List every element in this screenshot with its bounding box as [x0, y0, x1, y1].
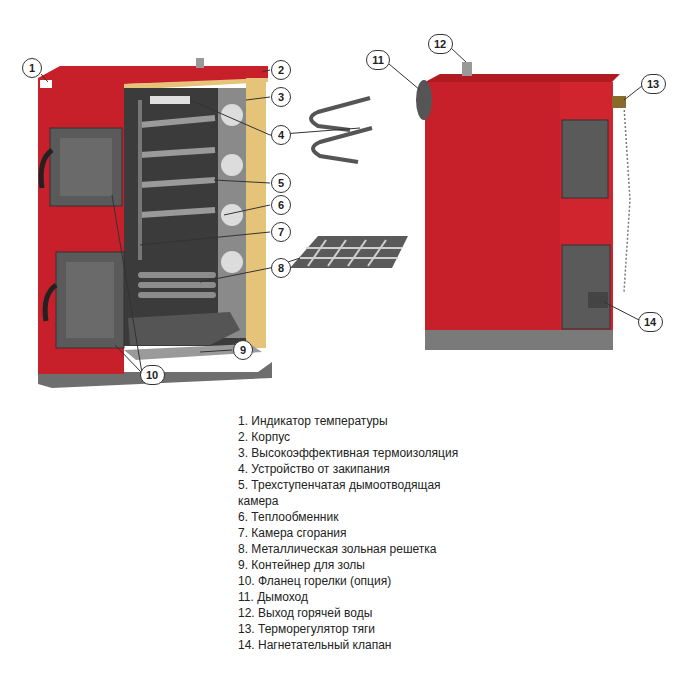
- front-panel: [38, 84, 124, 374]
- temperature-indicator: [40, 80, 52, 88]
- opening: [221, 154, 243, 176]
- callout-text: 2: [275, 65, 287, 76]
- opening: [221, 251, 243, 273]
- callout-number: 2: [271, 60, 291, 80]
- callout-number: 5: [271, 173, 291, 193]
- legend-item: 1. Индикатор температуры: [238, 413, 538, 429]
- legend-item: 6. Теплообменник: [238, 509, 538, 525]
- callout-text: 6: [275, 200, 287, 211]
- callout-text: 14: [641, 317, 659, 328]
- legend-item: 3. Высокоэффективная термоизоляция: [238, 445, 538, 461]
- interior: [124, 88, 246, 346]
- lower-door: [562, 245, 610, 329]
- legend-item: 9. Контейнер для золы: [238, 557, 538, 573]
- base: [425, 330, 613, 350]
- callout-number: 9: [233, 340, 253, 360]
- callout-text: 13: [644, 79, 662, 90]
- callout-text: 10: [143, 370, 161, 381]
- door-handle: [41, 150, 52, 188]
- door-panel: [60, 138, 112, 196]
- callout-text: 3: [275, 92, 287, 103]
- callout-number: 3: [271, 87, 291, 107]
- ash-container: [128, 312, 240, 345]
- legend-item: 11. Дымоход: [238, 589, 538, 605]
- legend-item: 4. Устройство от закипания: [238, 461, 538, 477]
- door-panel: [66, 262, 114, 338]
- callout-text: 12: [431, 39, 449, 50]
- side-panel: [425, 82, 560, 330]
- flue: [416, 80, 432, 120]
- callout-number: 12: [428, 34, 453, 54]
- legend-item: 7. Камера сгорания: [238, 525, 538, 541]
- hot-water-outlet: [462, 62, 472, 76]
- callout-text: 7: [275, 227, 287, 238]
- callout-text: 4: [275, 130, 287, 141]
- grate-bars: [138, 272, 216, 298]
- leader-lines: [41, 48, 642, 373]
- legend-item: 14. Нагнетательный клапан: [238, 637, 538, 653]
- callout-number: 6: [271, 195, 291, 215]
- lower-door: [56, 252, 124, 348]
- callout-number: 13: [641, 74, 666, 94]
- callout-number: 11: [366, 50, 390, 70]
- callout-number: 10: [140, 365, 165, 385]
- air-damper: [588, 292, 608, 308]
- door-handle: [45, 285, 56, 321]
- anti-boil-device: [311, 98, 372, 162]
- callout-text: 1: [26, 63, 38, 74]
- front-panel: [560, 82, 613, 330]
- ash-grate: [290, 236, 408, 268]
- upper-door: [50, 128, 122, 206]
- callout-text: 5: [275, 178, 287, 189]
- legend-item: 8. Металлическая зольная решетка: [238, 541, 538, 557]
- anti-boil-rod: [150, 96, 190, 104]
- callout-number: 4: [271, 125, 291, 145]
- callout-text: 9: [237, 345, 249, 356]
- legend-item: 13. Терморегулятор тяги: [238, 621, 538, 637]
- top-face: [425, 74, 620, 82]
- insulation: [246, 78, 266, 348]
- callout-number: 14: [638, 312, 663, 332]
- callout-number: 8: [271, 258, 291, 278]
- legend-item: 12. Выход горячей воды: [238, 605, 538, 621]
- callout-number: 7: [271, 222, 291, 242]
- legend-item: 10. Фланец горелки (опция): [238, 573, 538, 589]
- chamber-wall: [138, 100, 142, 260]
- callout-text: 11: [369, 55, 387, 66]
- callout-text: 8: [275, 263, 287, 274]
- legend-item: 5. Трехступенчатая дымоотводящая камера: [238, 477, 470, 509]
- outlet: [196, 58, 204, 68]
- legend-item: 2. Корпус: [238, 429, 538, 445]
- callout-number: 1: [22, 58, 42, 78]
- upper-door: [562, 120, 608, 198]
- chain: [624, 106, 630, 292]
- heat-exchanger: [140, 118, 215, 215]
